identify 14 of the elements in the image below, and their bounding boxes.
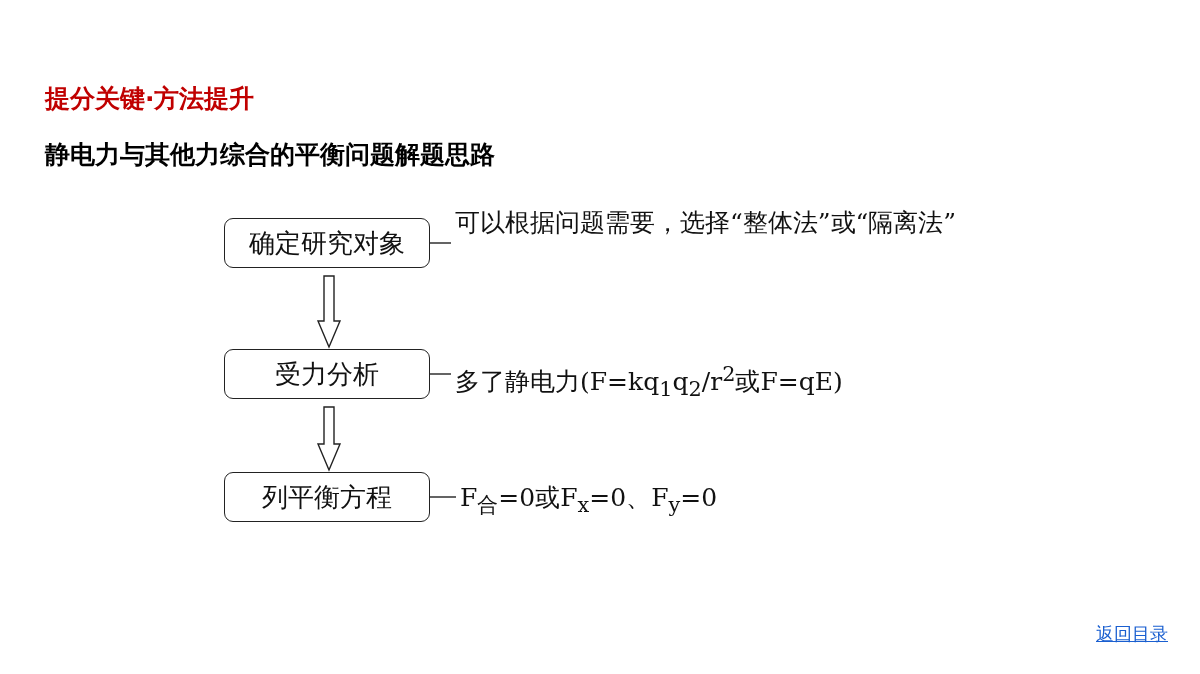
note-text: 多了静电力(F=kq$_{1}$q$_{2}$/r$^{2}$或F=qE)	[455, 351, 935, 413]
leader-line	[429, 373, 452, 375]
back-link: 返回目录	[1096, 622, 1168, 646]
leader-line	[429, 242, 452, 244]
note-text: F$_{合}$=0或F$_{x}$=0、F$_{y}$=0	[460, 475, 860, 528]
step-box: 确定研究对象	[224, 218, 430, 268]
leader-line	[429, 496, 457, 498]
note-text: 可以根据问题需要，选择“整体法”或“隔离法”	[455, 200, 960, 246]
subheading: 静电力与其他力综合的平衡问题解题思路	[45, 139, 495, 171]
step-box: 受力分析	[224, 349, 430, 399]
hollow-arrow	[316, 406, 342, 472]
hollow-arrow	[316, 275, 342, 349]
step-box: 列平衡方程	[224, 472, 430, 522]
heading: 提分关键·方法提升	[45, 83, 255, 115]
